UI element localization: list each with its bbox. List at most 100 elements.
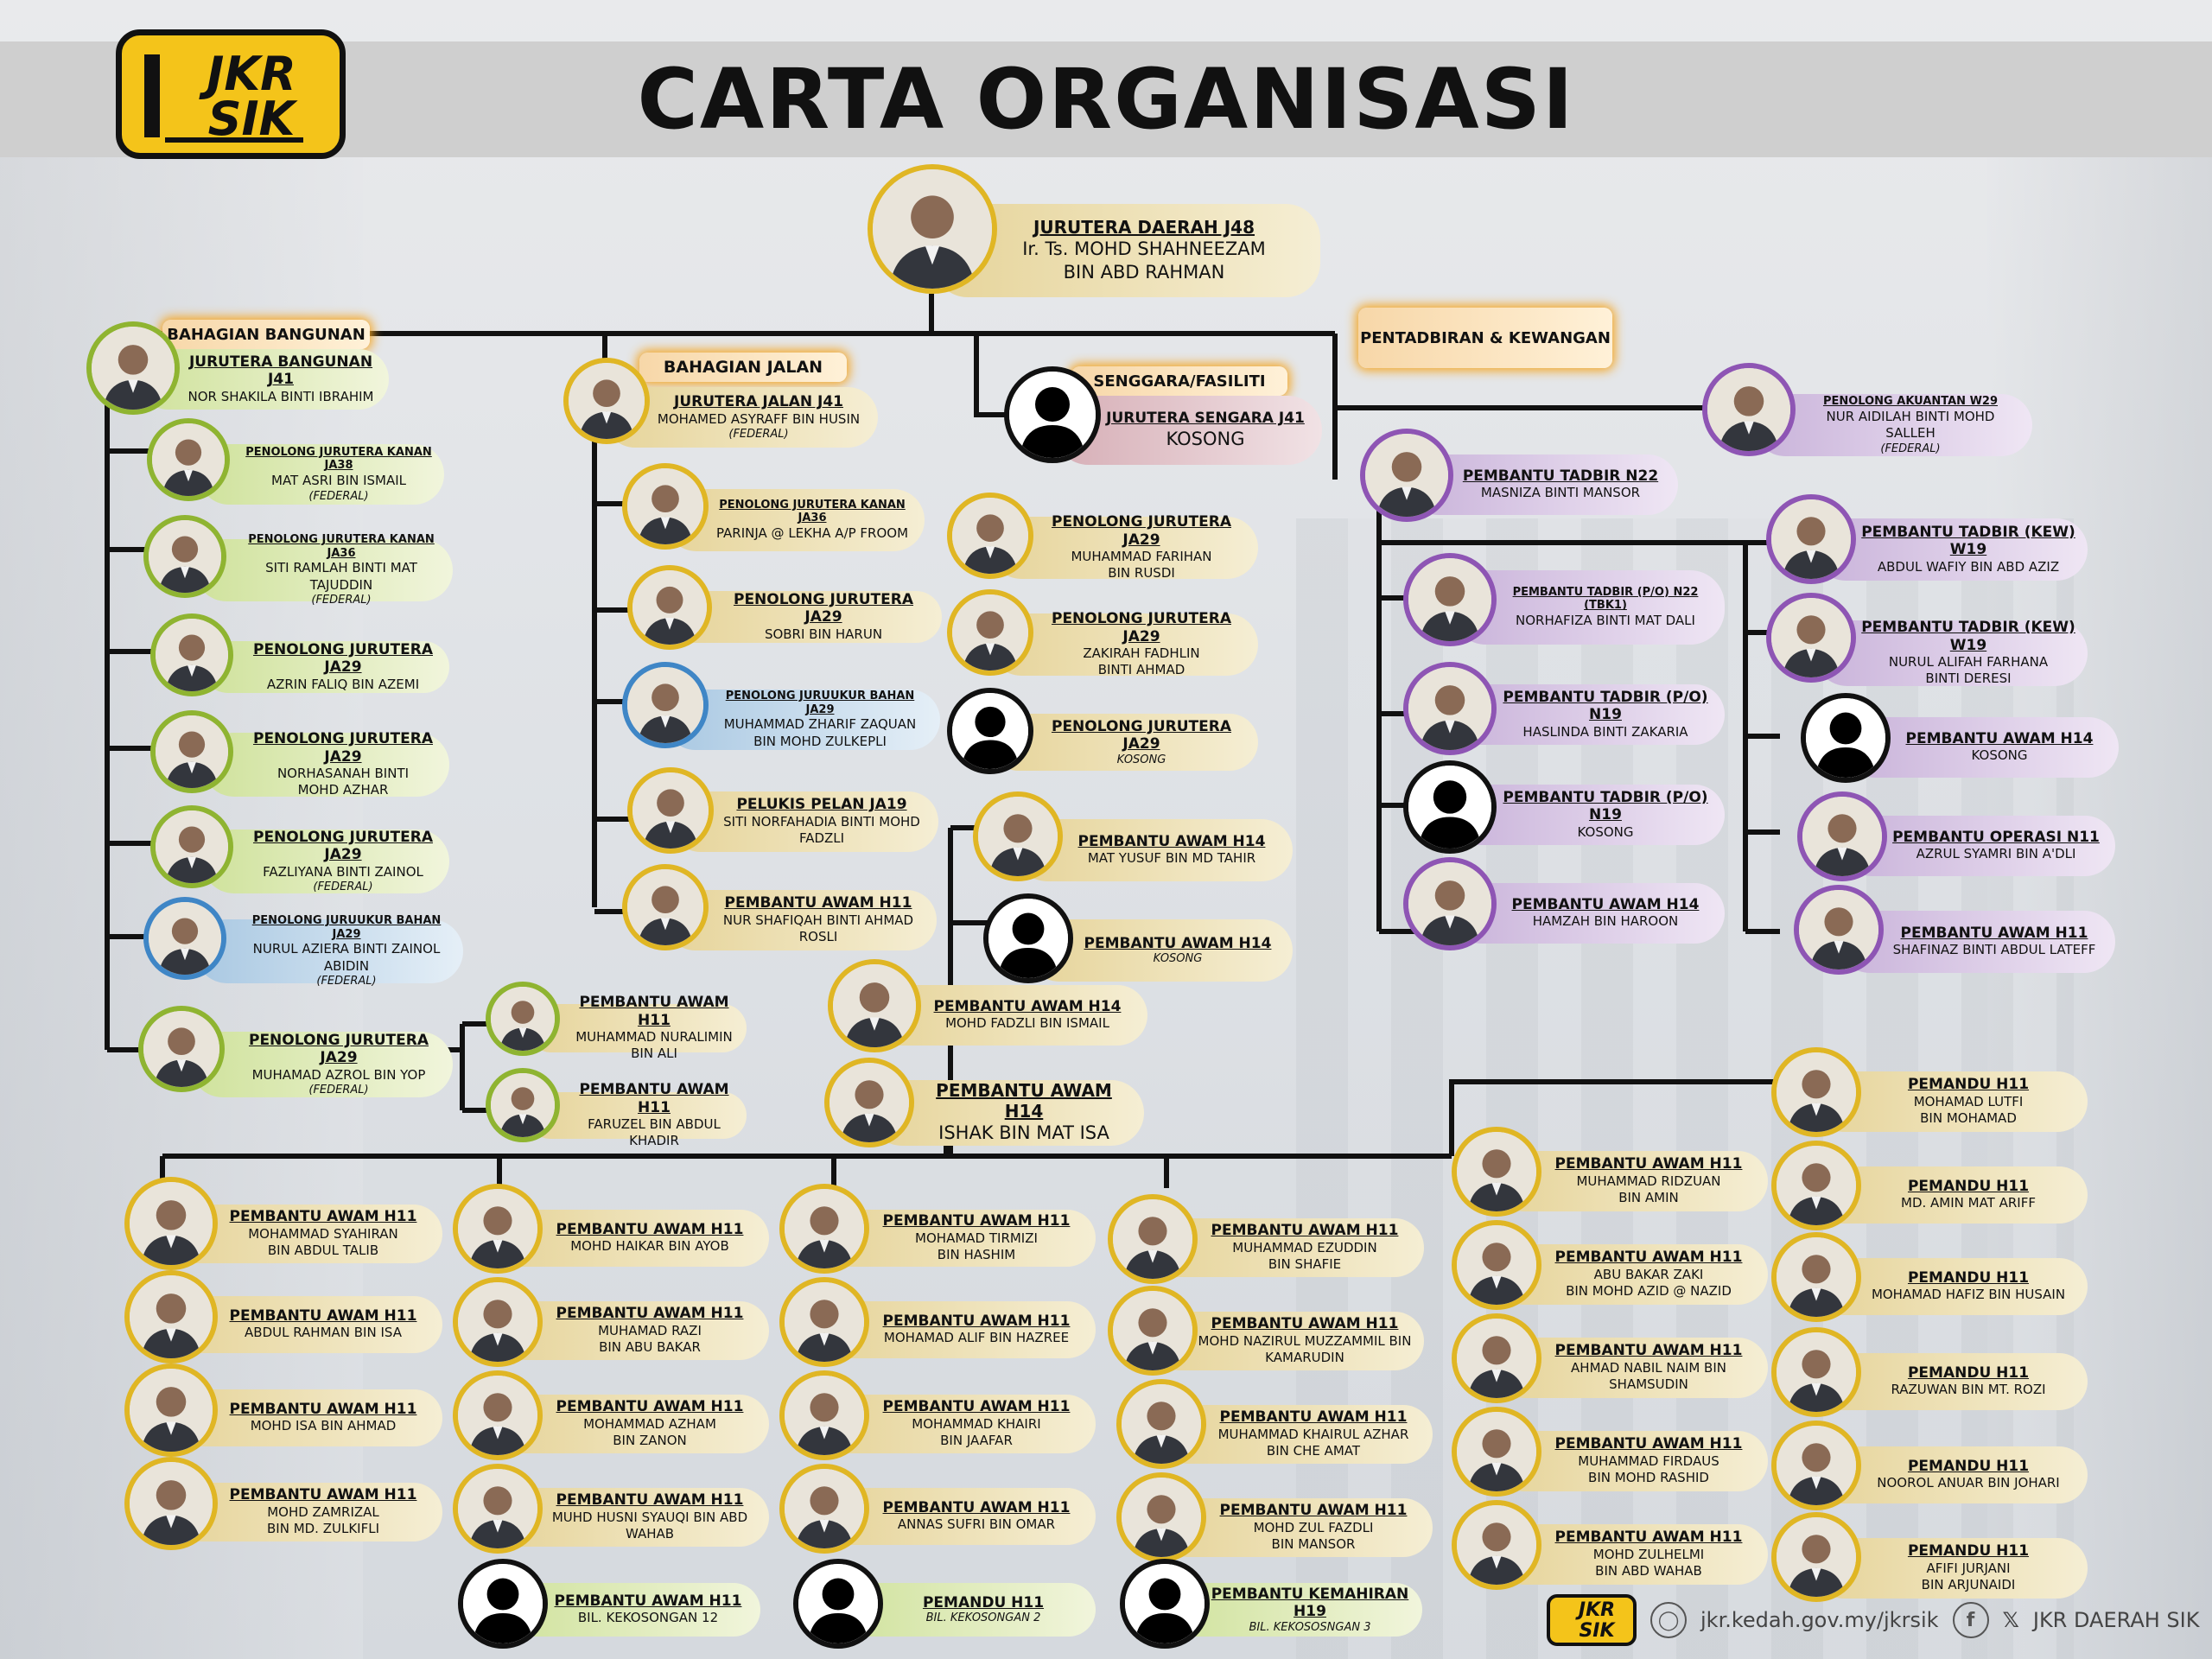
- vacant-avatar-icon: [1801, 693, 1891, 783]
- staff-photo: [138, 1006, 225, 1092]
- staff-name: MUHD HUSNI SYAUQI BIN ABD: [551, 1509, 748, 1525]
- staff-photo: [453, 1370, 543, 1460]
- staff-photo: [622, 662, 709, 748]
- staff-role: JURUTERA DAERAH J48: [1033, 216, 1255, 238]
- x-icon[interactable]: 𝕏: [2002, 1608, 2019, 1632]
- staff-role: PEMBANTU AWAM H11: [882, 1313, 1071, 1331]
- staff-role: PENOLONG JURUUKUR BAHAN JA29: [725, 689, 915, 716]
- staff-role: PEMANDU H11: [1907, 1458, 2030, 1476]
- staff-name: NUR SHAFIQAH BINTI AHMAD: [722, 912, 914, 928]
- staff-name: MOHD ZAMRIZAL: [267, 1503, 379, 1520]
- staff-photo: [1797, 791, 1887, 881]
- staff-name: AZRIN FALIQ BIN AZEMI: [266, 676, 420, 692]
- staff-role: JURUTERA BANGUNAN J41: [188, 353, 373, 389]
- staff-photo: [622, 463, 709, 550]
- staff-name: MUHAMMAD RIDZUAN: [1576, 1173, 1721, 1189]
- staff-name-line2: BIN MOHD AZID @ NAZID: [1566, 1283, 1732, 1300]
- staff-role: PEMBANTU AWAM H14: [1905, 730, 2094, 748]
- staff-role: PEMBANTU TADBIR (KEW) W19: [1861, 523, 2075, 559]
- staff-name-line2: KAMARUDIN: [1265, 1350, 1344, 1366]
- staff-photo: [124, 1177, 218, 1270]
- staff-photo: [124, 1457, 218, 1550]
- staff-name-line2: BINTI AHMAD: [1097, 662, 1185, 678]
- staff-name-line2: BIN ARJUNAIDI: [1921, 1577, 2016, 1593]
- staff-name: KOSONG: [1166, 428, 1245, 449]
- staff-photo: [622, 864, 709, 950]
- staff-card-p1: PEMBANTU TADBIR (P/O) N22 (TBK1)NORHAFIZ…: [1452, 570, 1725, 645]
- staff-photo: [868, 164, 997, 294]
- staff-name-line2: BIN CHE AMAT: [1266, 1443, 1361, 1459]
- staff-name: MASNIZA BINTI MANSOR: [1480, 485, 1641, 501]
- staff-photo: [1360, 429, 1453, 522]
- staff-photo: [453, 1464, 543, 1554]
- staff-name: MUHAMMAD FIRDAUS: [1578, 1452, 1719, 1469]
- facebook-icon[interactable]: f: [1952, 1602, 1989, 1638]
- staff-name: FARUZEL BIN ABDUL KHADIR: [588, 1116, 721, 1149]
- staff-photo: [1108, 1286, 1198, 1376]
- staff-photo: [150, 613, 233, 696]
- staff-photo: [828, 959, 921, 1052]
- vacant-avatar-icon: [1004, 366, 1101, 463]
- staff-name-line2: BIN ABDUL TALIB: [267, 1243, 379, 1259]
- vacant-avatar-icon: [983, 893, 1073, 983]
- staff-name: MOHD NAZIRUL MUZZAMMIL BIN: [1198, 1332, 1412, 1349]
- staff-photo: [486, 982, 560, 1056]
- staff-name-line2: MOHD AZHAR: [297, 782, 389, 798]
- staff-role: PEMBANTU AWAM H11: [229, 1401, 417, 1419]
- staff-photo: [627, 767, 714, 854]
- staff-role: PEMBANTU AWAM H11: [579, 994, 729, 1029]
- staff-photo: [947, 589, 1033, 676]
- footer-website[interactable]: jkr.kedah.gov.my/jkrsik: [1700, 1608, 1939, 1632]
- staff-photo: [124, 1270, 218, 1363]
- staff-name: PARINJA @ LEKHA A/P FROOM: [715, 524, 909, 541]
- staff-name-line2: BIN ZANON: [613, 1433, 687, 1449]
- staff-role: PEMANDU H11: [922, 1594, 1045, 1611]
- staff-role: PEMBANTU AWAM H14: [936, 1080, 1112, 1122]
- staff-name: AHMAD NABIL NAIM BIN: [1571, 1359, 1726, 1376]
- staff-role: PEMBANTU AWAM H11: [229, 1486, 417, 1504]
- staff-role: PENOLONG JURUTERA JA29: [1051, 717, 1231, 753]
- staff-name: MOHAMAD ALIF BIN HAZREE: [883, 1330, 1070, 1346]
- staff-name: ANNAS SUFRI BIN OMAR: [897, 1516, 1056, 1533]
- staff-note: BIL. KEKOSONGAN 2: [925, 1611, 1041, 1625]
- staff-name: MUHAMMAD NURALIMIN: [575, 1028, 733, 1045]
- staff-name: MOHAMAD HAFIZ BIN HUSAIN: [1871, 1287, 2066, 1303]
- staff-name: MOHAMMAD SYAHIRAN: [248, 1225, 398, 1242]
- staff-name: MD. AMIN MAT ARIFF: [1901, 1195, 2036, 1211]
- page-title: CARTA ORGANISASI: [637, 51, 1575, 148]
- staff-role: PEMBANTU AWAM H11: [882, 1212, 1071, 1230]
- header-bar: [0, 41, 2212, 157]
- staff-role: PEMBANTU AWAM H11: [556, 1491, 744, 1510]
- staff-note: BIL. KEKOSOSNGAN 3: [1249, 1620, 1371, 1634]
- footer-social[interactable]: JKR DAERAH SIK: [2032, 1608, 2200, 1632]
- staff-name: MOHAMAD LUTFI: [1913, 1093, 2024, 1109]
- staff-name-line2: WAHAB: [625, 1526, 675, 1542]
- staff-name: FAZLIYANA BINTI ZAINOL: [263, 863, 423, 880]
- staff-photo: [1403, 553, 1497, 646]
- vacant-avatar-icon: [458, 1559, 548, 1649]
- staff-photo: [779, 1184, 869, 1274]
- staff-name-line2: FADZLI: [798, 830, 845, 847]
- staff-photo: [124, 1363, 218, 1457]
- vacant-avatar-icon: [1120, 1559, 1210, 1649]
- staff-role: PEMBANTU AWAM H11: [1554, 1155, 1743, 1173]
- staff-photo: [779, 1277, 869, 1367]
- staff-role: PEMBANTU AWAM H11: [556, 1305, 744, 1323]
- staff-note: (FEDERAL): [728, 428, 789, 442]
- staff-name: MUHAMMAD EZUDDIN: [1232, 1239, 1377, 1255]
- staff-name: AZRUL SYAMRI BIN A'DLI: [1916, 846, 2076, 862]
- jkr-sik-logo: JKR SIK: [116, 29, 346, 159]
- staff-role: PEMBANTU TADBIR N22: [1462, 467, 1659, 486]
- staff-name-line2: BIN ALI: [631, 1046, 677, 1062]
